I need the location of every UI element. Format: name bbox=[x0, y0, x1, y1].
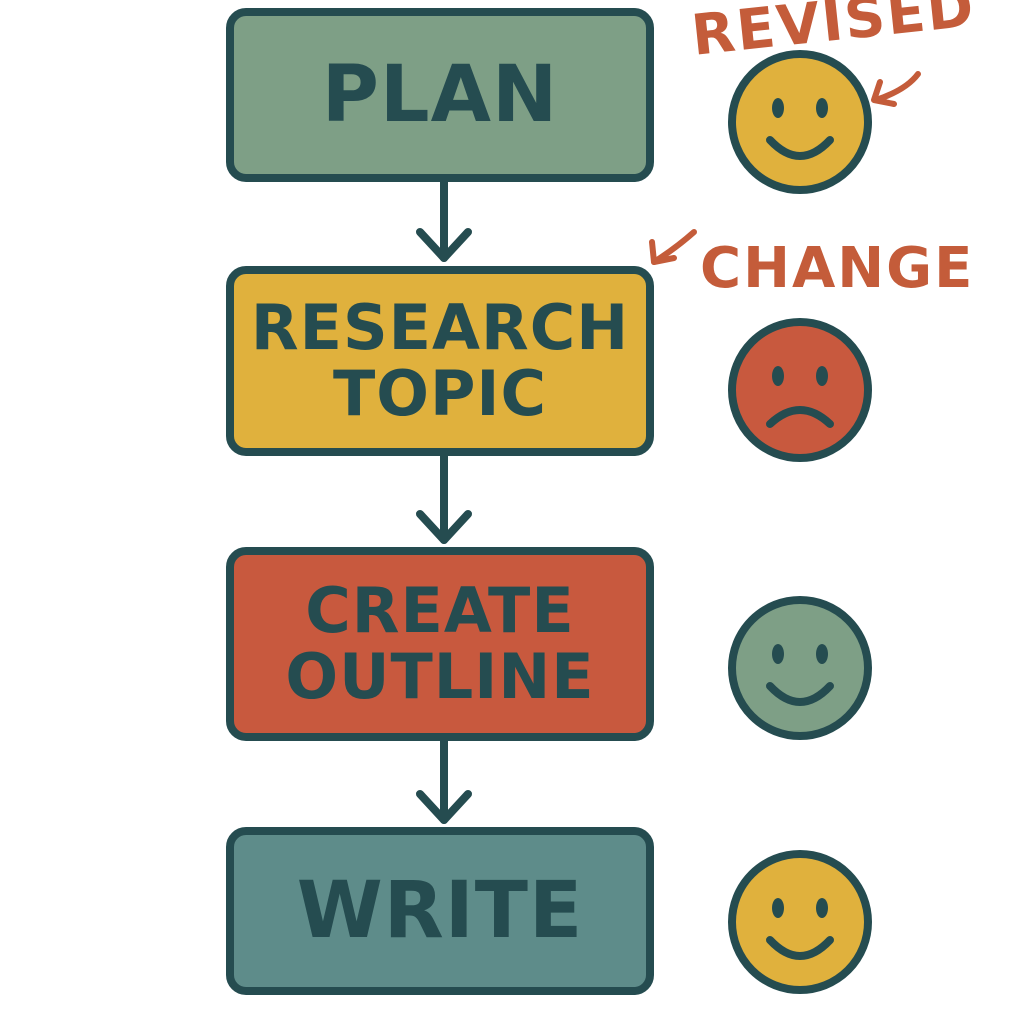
down-arrow-icon bbox=[416, 178, 472, 262]
down-arrow-icon bbox=[416, 737, 472, 824]
step-research-label-line-1: RESEARCH bbox=[250, 291, 630, 364]
smiley-face-icon bbox=[728, 850, 872, 994]
smiley-face-icon bbox=[728, 596, 872, 740]
step-write-label: WRITE bbox=[296, 866, 584, 956]
smiley-face-icon bbox=[728, 50, 872, 194]
step-research-topic: RESEARCH TOPIC bbox=[226, 266, 654, 456]
annotation-change: CHANGE bbox=[700, 236, 975, 301]
down-arrow-icon bbox=[416, 452, 472, 544]
step-plan-label: PLAN bbox=[321, 50, 559, 140]
curved-arrow-icon bbox=[649, 229, 697, 265]
step-create-outline: CREATE OUTLINE bbox=[226, 547, 654, 741]
step-plan: PLAN bbox=[226, 8, 654, 182]
curved-arrow-icon bbox=[871, 71, 921, 107]
step-outline-label-line-2: OUTLINE bbox=[285, 640, 595, 713]
step-write: WRITE bbox=[226, 827, 654, 995]
step-outline-label-line-1: CREATE bbox=[305, 574, 575, 647]
step-research-label-line-2: TOPIC bbox=[332, 357, 547, 430]
frowning-face-icon bbox=[728, 318, 872, 462]
